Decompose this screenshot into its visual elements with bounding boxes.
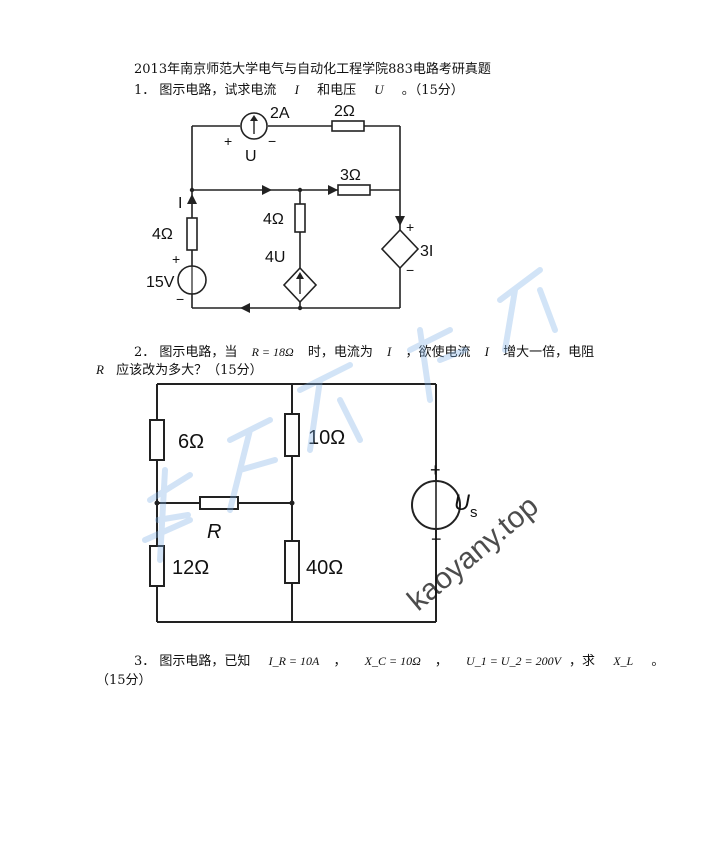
dependent-current-source-4u <box>282 266 318 304</box>
q1-var-i: I <box>294 82 299 97</box>
q3-eq-ir: I_R = 10A <box>268 654 320 668</box>
label-r: R <box>207 521 221 543</box>
label-plus-source: + <box>172 251 180 267</box>
q1-text-b: 和电压 <box>317 83 357 98</box>
label-3i: 3I <box>420 243 433 260</box>
label-minus-us: − <box>431 529 442 549</box>
label-4u: 4U <box>265 249 285 266</box>
question-2-text-line-1: 2． 图示电路，当 R = 18Ω 时，电流为 I ，欲使电流 I 增大一倍，电… <box>134 344 594 361</box>
label-i: I <box>178 195 182 212</box>
label-10ohm: 10Ω <box>308 427 345 449</box>
q1-text-c: 。（15分） <box>401 83 464 98</box>
label-minus-top: − <box>268 133 276 149</box>
q2-number: 2． <box>134 345 156 360</box>
arrow-i-up-icon <box>187 194 197 204</box>
label-2a: 2A <box>270 105 290 122</box>
q3-number: 3． <box>134 654 156 669</box>
label-minus-dependent: − <box>406 262 414 278</box>
label-plus-top: + <box>224 133 232 149</box>
q3-text-d: （15分） <box>96 673 152 688</box>
q1-text-a: 图示电路，试求电流 <box>159 83 277 98</box>
q2-text-c: ，欲使电流 <box>405 345 471 360</box>
label-plus-us: + <box>430 460 441 480</box>
resistor-12ohm <box>149 545 165 587</box>
arrow-right-icon <box>262 185 272 195</box>
q2-text-e: 应该改为多大？（15分） <box>116 363 263 378</box>
q3-text-c: 。 <box>651 654 665 669</box>
q2-var-i: I <box>386 344 392 359</box>
question-1-text: 1． 图示电路，试求电流 I 和电压 U 。（15分） <box>134 82 464 99</box>
q2-var-i2: I <box>484 344 489 359</box>
q3-text-a: 图示电路，已知 <box>159 654 251 669</box>
q2-text-a: 图示电路，当 <box>159 345 238 360</box>
resistor-40ohm <box>284 540 300 584</box>
resistor-6ohm <box>149 419 165 461</box>
label-3ohm: 3Ω <box>340 167 361 184</box>
label-4ohm-left: 4Ω <box>152 226 173 243</box>
label-6ohm: 6Ω <box>178 431 204 453</box>
dependent-voltage-source-3i <box>380 228 420 270</box>
q2-text-b: 时，电流为 <box>307 345 373 360</box>
current-source-2a <box>240 112 268 140</box>
label-u: U <box>245 148 257 165</box>
label-us: U <box>454 490 470 515</box>
q2-text-d: 增大一倍，电阻 <box>503 345 595 360</box>
label-12ohm: 12Ω <box>172 557 209 579</box>
q1-number: 1． <box>134 83 156 98</box>
label-minus-source: − <box>176 291 184 307</box>
q1-var-u: U <box>374 82 384 97</box>
q3-sep-2: ， <box>434 654 448 669</box>
q3-eq-u: U_1 = U_2 = 200V <box>466 654 561 668</box>
q3-sep-1: ， <box>333 654 347 669</box>
q3-eq-xc: X_C = 10Ω <box>364 654 421 668</box>
q3-text-b: ，求 <box>569 654 596 669</box>
resistor-2ohm <box>331 120 365 132</box>
resistor-10ohm <box>284 413 300 457</box>
arrow-right-icon <box>328 185 338 195</box>
q2-condition: R = 18Ω <box>251 345 294 359</box>
arrow-down-icon <box>395 216 405 226</box>
question-3-text-line-1: 3． 图示电路，已知 I_R = 10A ， X_C = 10Ω ， U_1 =… <box>134 653 664 670</box>
label-15v: 15V <box>146 274 175 291</box>
label-40ohm: 40Ω <box>306 557 343 579</box>
label-2ohm: 2Ω <box>334 103 355 120</box>
question-2-text-line-2: R 应该改为多大？（15分） <box>96 362 263 379</box>
question-3-text-line-2: （15分） <box>96 673 152 689</box>
label-us-subscript: s <box>470 504 478 521</box>
arrow-left-icon <box>240 303 250 313</box>
q3-eq-xl: X_L <box>613 654 634 668</box>
label-4ohm-mid: 4Ω <box>263 211 284 228</box>
voltage-source-15v <box>177 265 207 295</box>
title-text: 2013年南京师范大学电气与自动化工程学院883电路考研真题 <box>134 62 491 77</box>
page-title: 2013年南京师范大学电气与自动化工程学院883电路考研真题 <box>134 62 491 78</box>
label-plus-dependent: + <box>406 219 414 235</box>
resistor-r <box>199 496 239 510</box>
voltage-source-us <box>411 480 461 530</box>
q2-var-r: R <box>96 362 104 377</box>
resistor-4ohm-left <box>186 217 198 251</box>
resistor-4ohm-mid <box>294 203 306 233</box>
